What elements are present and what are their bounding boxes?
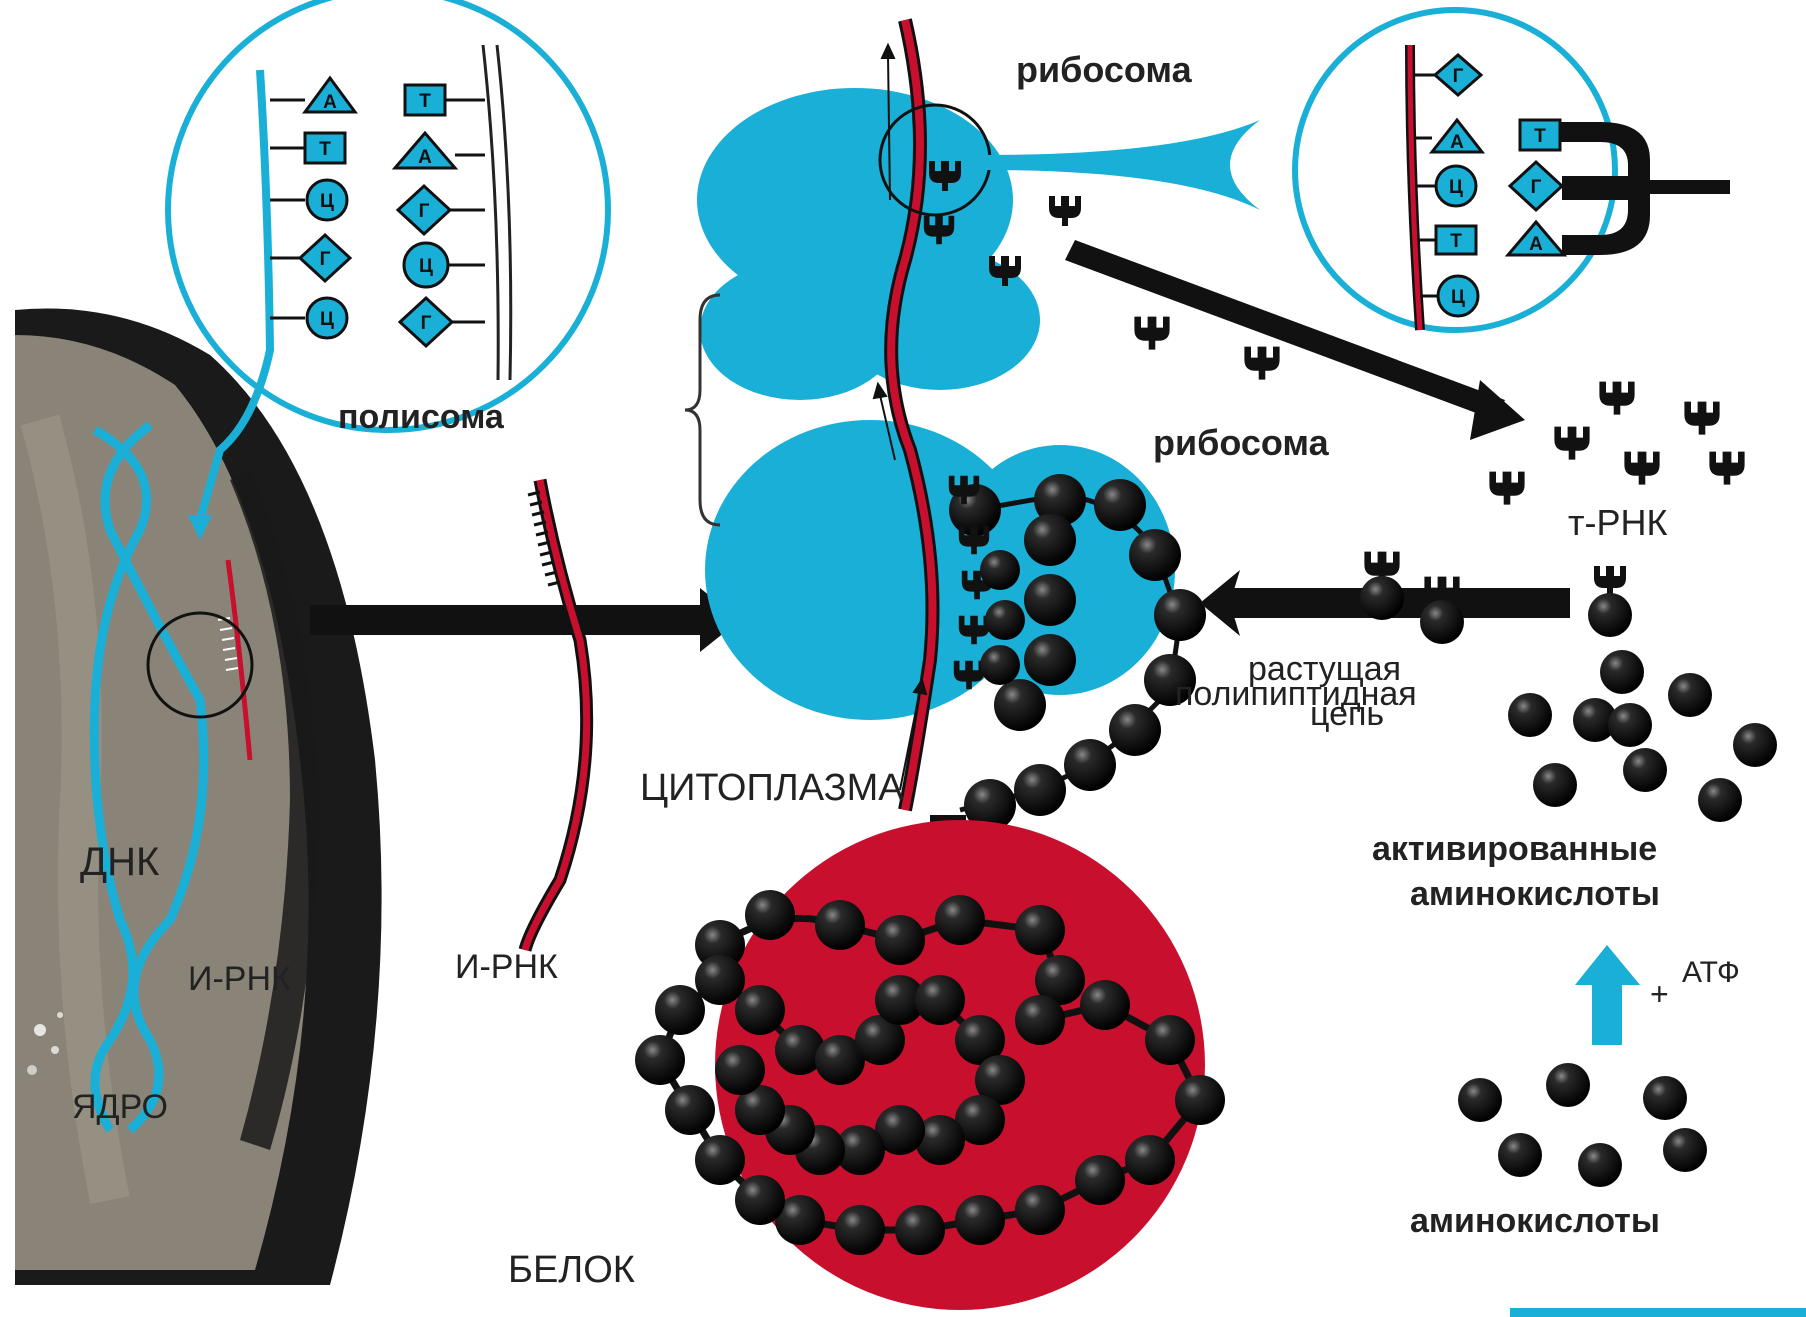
- free-mrna: [525, 480, 587, 950]
- free-trna-cluster: [1134, 317, 1744, 505]
- dna-base-right: А: [418, 147, 432, 168]
- growing-chain-label-3: цепь: [1310, 695, 1384, 733]
- activated-aa-label-2: аминокислоты: [1410, 875, 1660, 913]
- amino-acids-label: аминокислоты: [1410, 1202, 1660, 1240]
- protein-label: БЕЛОК: [508, 1249, 635, 1291]
- ribosome-top-label: рибосома: [1016, 49, 1193, 90]
- dna-base-right: Т: [419, 91, 431, 112]
- dna-base-left: Г: [320, 249, 331, 270]
- mrna-label: И-РНК: [455, 948, 558, 986]
- dna-base-right: Г: [421, 313, 432, 334]
- activated-aa-label-1: активированные: [1372, 830, 1657, 868]
- atp-label: АТФ: [1682, 956, 1740, 989]
- polysome-label: полисома: [338, 398, 505, 436]
- plus-label: +: [1650, 976, 1669, 1012]
- rna-base-left: Г: [1453, 66, 1464, 87]
- trna-label: т-РНК: [1568, 502, 1667, 543]
- ribosome-top: [697, 88, 1040, 400]
- rna-base-right: Т: [1534, 126, 1546, 147]
- dna-base-right: Ц: [419, 256, 433, 277]
- arrow-up-icon: [1575, 945, 1640, 985]
- trna-zoom-icon: [1560, 122, 1730, 255]
- rna-base-right: Г: [1531, 177, 1542, 198]
- ribosome-mid: [705, 420, 1175, 720]
- rna-base-left: А: [1450, 132, 1464, 153]
- dna-base-right: Г: [419, 201, 430, 222]
- rna-base-right: А: [1529, 234, 1543, 255]
- arrow-head-icon: [1470, 380, 1525, 440]
- bottom-right-bar: [1510, 1308, 1806, 1317]
- export-arrow: [310, 588, 740, 652]
- dna-base-left: Ц: [320, 191, 334, 212]
- dna-base-left: Т: [319, 139, 331, 160]
- mrna-nucleus-label: И-РНК: [188, 960, 291, 998]
- rna-base-left: Ц: [1451, 287, 1465, 308]
- nucleus-label: ЯДРО: [72, 1088, 168, 1126]
- ribosome-mid-label: рибосома: [1153, 422, 1330, 463]
- rna-base-left: Ц: [1449, 177, 1463, 198]
- dna-base-left: А: [323, 92, 337, 113]
- dna-base-left: Ц: [320, 309, 334, 330]
- rna-base-left: Т: [1450, 231, 1462, 252]
- cytoplasm-label: ЦИТОПЛАЗМА: [640, 767, 904, 809]
- activation-arrow: [1575, 945, 1640, 1045]
- dna-label: ДНК: [80, 840, 160, 884]
- amino-acids: [1458, 1063, 1707, 1187]
